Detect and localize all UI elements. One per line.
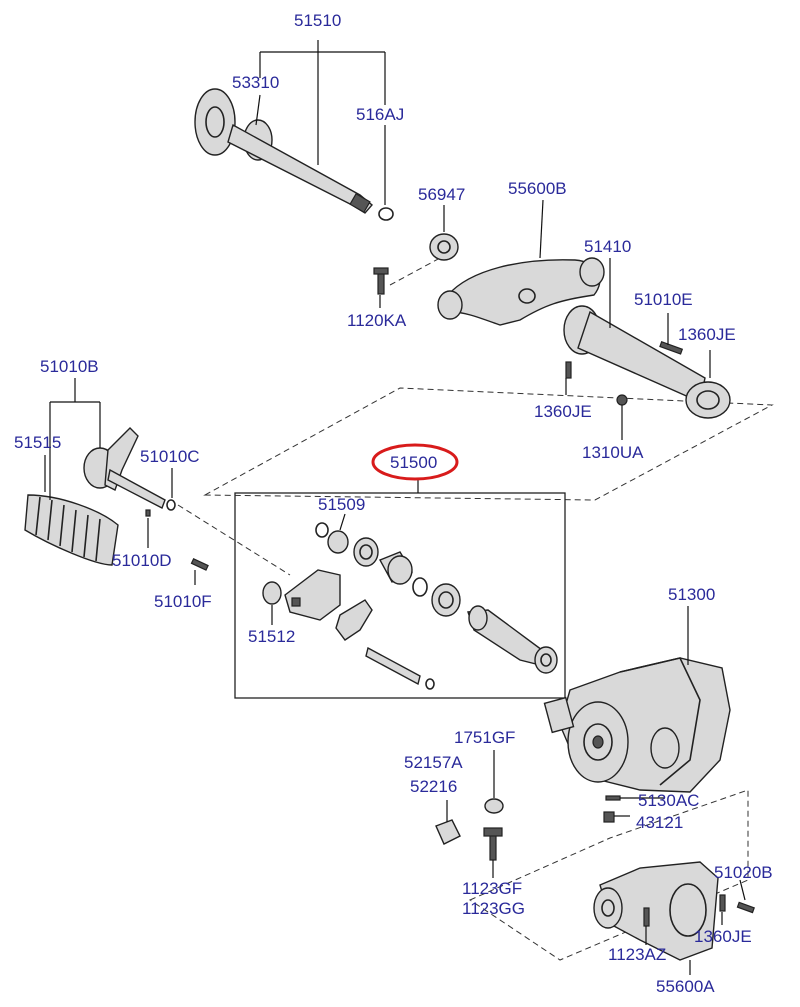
- label-1360JE-mid: 1360JE: [534, 402, 592, 421]
- label-55600A: 55600A: [656, 977, 715, 996]
- label-1310UA: 1310UA: [582, 443, 644, 462]
- label-51010C: 51010C: [140, 447, 200, 466]
- assembly-51500-box: [234, 492, 566, 699]
- label-516AJ: 516AJ: [356, 105, 404, 124]
- bolt-51010F: [190, 558, 209, 571]
- fork-small: [335, 599, 373, 641]
- clip-51010C: [166, 499, 176, 511]
- bolt-1120KA: [377, 271, 385, 295]
- label-1123GG: 1123GG: [462, 899, 525, 918]
- washer-1751GF: [484, 798, 504, 814]
- bolt-1360JE-bracket: [719, 894, 726, 912]
- bolt-51010E: [659, 340, 684, 355]
- highlight-ring-51500: [371, 443, 459, 481]
- label-51010F: 51010F: [154, 592, 212, 611]
- differential-carrier-51300: [543, 657, 731, 823]
- label-51300: 51300: [668, 585, 715, 604]
- label-1120KA: 1120KA: [347, 311, 407, 330]
- o-ring-516AJ: [378, 207, 394, 221]
- label-1751GF: 1751GF: [454, 728, 515, 747]
- seal-51509: [327, 530, 349, 554]
- label-52216: 52216: [410, 777, 457, 796]
- bottom-fasteners: [435, 798, 504, 861]
- tube-flange: [685, 381, 731, 419]
- axle-shaft-group: [194, 88, 394, 221]
- mount-bracket-group: [373, 233, 605, 326]
- bolt-5130AC: [605, 795, 621, 801]
- label-51010B: 51010B: [40, 357, 99, 376]
- axle-shaft-body: [227, 123, 373, 214]
- label-51500: 51500: [390, 453, 437, 472]
- label-51510: 51510: [294, 11, 341, 30]
- shift-fork-group: [24, 427, 209, 571]
- label-51010D: 51010D: [112, 551, 172, 570]
- bolt-1360JE-tube: [565, 361, 572, 379]
- upper-assembly-dashed-outline: [203, 387, 774, 501]
- boot-51515: [24, 494, 119, 566]
- mount-bracket-55600A: [593, 861, 755, 961]
- label-56947: 56947: [418, 185, 465, 204]
- bolt-1123GF: [489, 833, 497, 861]
- bushing-56947: [429, 233, 459, 261]
- rail-rod: [365, 646, 421, 686]
- lower-assembly-dashed-outline: [468, 789, 749, 961]
- assembly-51500-parts: [262, 522, 558, 690]
- label-52157A: 52157A: [404, 753, 463, 772]
- bolt-51020B: [736, 901, 755, 914]
- bolt-1123AZ: [643, 907, 650, 927]
- shift-rod: [107, 468, 166, 509]
- label-1360JE-top: 1360JE: [678, 325, 736, 344]
- label-51509: 51509: [318, 495, 365, 514]
- axle-tube-51410: [563, 305, 731, 419]
- seal-51512: [262, 581, 282, 605]
- label-51010E: 51010E: [634, 290, 693, 309]
- bracket-55600B: [447, 259, 601, 326]
- axle-flange: [194, 88, 236, 156]
- label-1123GF: 1123GF: [462, 879, 522, 898]
- bolt-52216: [435, 819, 461, 845]
- nut-1310UA: [616, 394, 628, 406]
- label-1123AZ: 1123AZ: [608, 945, 666, 964]
- label-51515: 51515: [14, 433, 61, 452]
- label-1360JE-bottom: 1360JE: [694, 927, 752, 946]
- shift-housing: [284, 569, 341, 621]
- pin-51010D: [145, 509, 151, 517]
- label-55600B: 55600B: [508, 179, 567, 198]
- bolt-43121: [603, 811, 615, 823]
- label-51512: 51512: [248, 627, 295, 646]
- label-51020B: 51020B: [714, 863, 773, 882]
- label-51410: 51410: [584, 237, 631, 256]
- label-53310: 53310: [232, 73, 279, 92]
- label-43121: 43121: [636, 813, 683, 832]
- label-5130AC: 5130AC: [638, 791, 699, 810]
